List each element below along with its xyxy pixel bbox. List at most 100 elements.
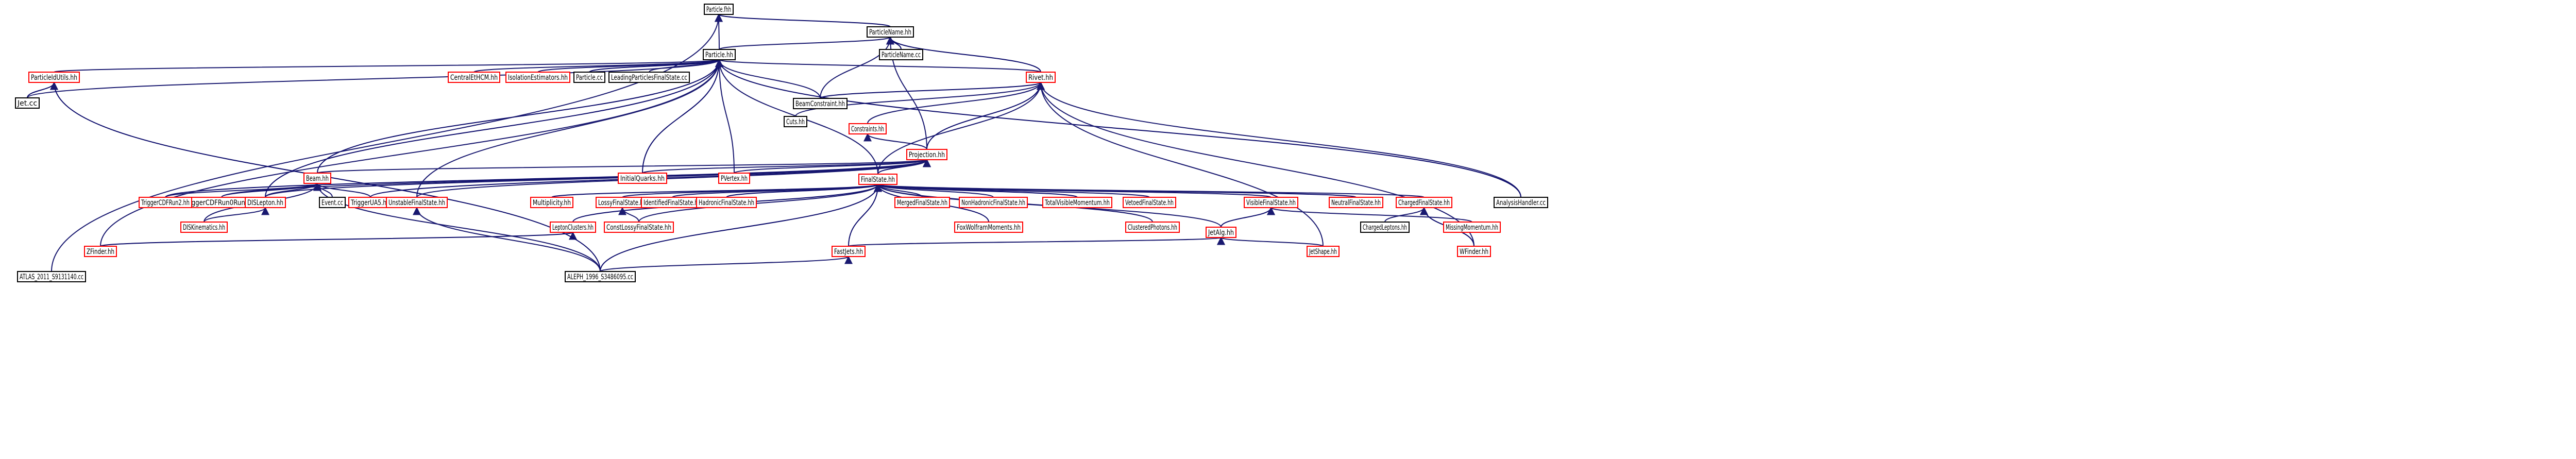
node-initialquarks-hh[interactable]: InitialQuarks.hh (618, 173, 667, 184)
node-aleph-1996-cc[interactable]: ALEPH_1996_S3486095.cc (565, 271, 636, 282)
node-centraletcm-hh[interactable]: CentralEtHCM.hh (448, 72, 500, 83)
node-wfinder-hh[interactable]: WFinder.hh (1457, 246, 1491, 257)
node-pvertex-hh[interactable]: PVertex.hh (718, 173, 750, 184)
node-box (1042, 197, 1112, 208)
node-label: FastJets.hh (834, 248, 863, 256)
node-multiplicity-hh[interactable]: Multiplicity.hh (530, 197, 573, 208)
dependency-edge (726, 183, 882, 198)
node-label: TriggerCDFRun2.hh (141, 199, 190, 207)
dependency-edge (642, 59, 723, 174)
node-clusteredphotons-hh[interactable]: ClusteredPhotons.hh (1125, 222, 1180, 233)
node-jet-cc[interactable]: Jet.cc (15, 97, 40, 109)
node-constraints-hh[interactable]: Constraints.hh (849, 123, 887, 134)
node-particlename-hh[interactable]: ParticleName.hh (867, 26, 914, 38)
node-identifiedfinalstate-hh[interactable]: IdentifiedFinalState.hh (641, 197, 704, 208)
node-box (696, 197, 757, 208)
node-zfinder-hh[interactable]: ZFinder.hh (84, 246, 117, 257)
node-box (1457, 246, 1491, 257)
node-label: PVertex.hh (721, 175, 748, 183)
node-constlossyfinalstate-hh[interactable]: ConstLossyFinalState.hh (604, 222, 674, 233)
node-jetshape-hh[interactable]: JetShape.hh (1307, 246, 1340, 257)
node-box (1206, 227, 1236, 238)
node-chargedfinalstate-hh[interactable]: ChargedFinalState.hh (1396, 197, 1452, 208)
node-particle-cc[interactable]: Particle.cc (573, 72, 605, 83)
node-totalvisiblemomentum-hh[interactable]: TotalVisibleMomentum.hh (1042, 197, 1112, 208)
dependency-edge (51, 13, 723, 272)
node-triggercdfrun2-hh[interactable]: TriggerCDFRun2.hh (139, 197, 192, 208)
dependency-edge (867, 81, 1045, 124)
node-triggercdfrun0run1-hh[interactable]: TriggerCDFRun0Run1.hh (182, 197, 261, 208)
node-box (784, 116, 807, 127)
node-box (180, 222, 228, 233)
node-dislepton-hh[interactable]: DISLepton.hh (245, 197, 286, 208)
node-event-cc[interactable]: Event.cc (319, 197, 346, 208)
node-box (1443, 222, 1501, 233)
node-missingmomentum-hh[interactable]: MissingMomentum.hh (1443, 222, 1501, 233)
node-hadronicfinalstate-hh[interactable]: HadronicFinalState.hh (696, 197, 757, 208)
node-projection-hh[interactable]: Projection.hh (906, 149, 947, 160)
node-label: ParticleName.cc (882, 51, 921, 59)
node-label: Rivet.hh (1028, 74, 1053, 82)
node-label: ChargedFinalState.hh (1398, 199, 1450, 207)
node-foxwolframmoments-hh[interactable]: FoxWolframMoments.hh (954, 222, 1023, 233)
node-box (84, 246, 117, 257)
node-chargedleptons-hh[interactable]: ChargedLeptons.hh (1360, 222, 1410, 233)
dependency-edge (1221, 207, 1275, 228)
node-particleidutils-hh[interactable]: ParticleIdUtils.hh (28, 72, 80, 83)
node-label: ALEPH_1996_S3486095.cc (567, 273, 633, 281)
node-label: JetAlg.hh (1208, 229, 1234, 237)
node-visiblefinalstate-hh[interactable]: VisibleFinalState.hh (1244, 197, 1298, 208)
node-particle-fh[interactable]: Particle.fhh (704, 4, 734, 15)
node-box (565, 271, 636, 282)
node-box (1307, 246, 1340, 257)
node-leptonclusters-hh[interactable]: LeptonClusters.hh (550, 222, 596, 233)
node-box (703, 49, 736, 60)
node-jetalg-hh[interactable]: JetAlg.hh (1206, 227, 1236, 238)
dependency-edge (600, 183, 882, 272)
dependency-edge (715, 59, 821, 99)
dependency-edge (416, 159, 931, 198)
node-mergedfinalstate-hh[interactable]: MergedFinalState.hh (894, 197, 950, 208)
node-atlas-2011-cc[interactable]: ATLAS_2011_S9131140.cc (17, 271, 86, 282)
node-label: ATLAS_2011_S9131140.cc (20, 273, 83, 281)
node-box (858, 174, 897, 185)
node-isolationestimators-hh[interactable]: IsolationEstimators.hh (505, 72, 570, 83)
node-label: MergedFinalState.hh (897, 199, 947, 207)
node-neutralfinalstate-hh[interactable]: NeutralFinalState.hh (1329, 197, 1383, 208)
node-cuts-hh[interactable]: Cuts.hh (784, 116, 807, 127)
node-label: DISKinematics.hh (183, 224, 225, 232)
node-box (17, 271, 86, 282)
node-nonhadronicfinalstate-hh[interactable]: NonHadronicFinalState.hh (959, 197, 1028, 208)
node-analysishandler-cc[interactable]: AnalysisHandler.cc (1494, 197, 1548, 208)
node-diskinematics-hh[interactable]: DISKinematics.hh (180, 222, 228, 233)
node-label: FinalState.hh (861, 176, 895, 184)
node-rivet-hh[interactable]: Rivet.hh (1026, 72, 1056, 83)
node-particlename-cc[interactable]: ParticleName.cc (879, 49, 923, 60)
node-leadingparticlesfs-cc[interactable]: LeadingParticlesFinalState.cc (608, 72, 690, 83)
node-box (879, 49, 923, 60)
dependency-edge (317, 159, 930, 174)
node-lossyfinalstate-hh[interactable]: LossyFinalState.hh (596, 197, 649, 208)
node-triggerua5-hh[interactable]: TriggerUA5.hh (348, 197, 393, 208)
node-vetoedfinalstate-hh[interactable]: VetoedFinalState.hh (1123, 197, 1176, 208)
dependency-edge (27, 59, 723, 98)
node-label: ParticleName.hh (869, 28, 911, 37)
node-particle-hh[interactable]: Particle.hh (703, 49, 736, 60)
node-label: Constraints.hh (851, 125, 884, 133)
node-unstablefinalstate-hh[interactable]: UnstableFinalState.hh (386, 197, 448, 208)
node-label: ConstLossyFinalState.hh (606, 224, 671, 232)
node-fastjets-hh[interactable]: FastJets.hh (832, 246, 866, 257)
node-label: ParticleIdUtils.hh (31, 74, 77, 82)
node-label: NonHadronicFinalState.hh (961, 199, 1025, 207)
node-box (867, 26, 914, 38)
node-finalstate-hh[interactable]: FinalState.hh (858, 174, 897, 185)
node-box (245, 197, 286, 208)
node-beam-hh[interactable]: Beam.hh (303, 173, 331, 184)
node-beamconstraint-hh[interactable]: BeamConstraint.hh (793, 98, 848, 109)
node-box (530, 197, 573, 208)
dependency-edge (600, 256, 853, 272)
node-box (954, 222, 1023, 233)
node-label: Beam.hh (306, 175, 329, 183)
node-label: CentralEtHCM.hh (450, 74, 498, 82)
